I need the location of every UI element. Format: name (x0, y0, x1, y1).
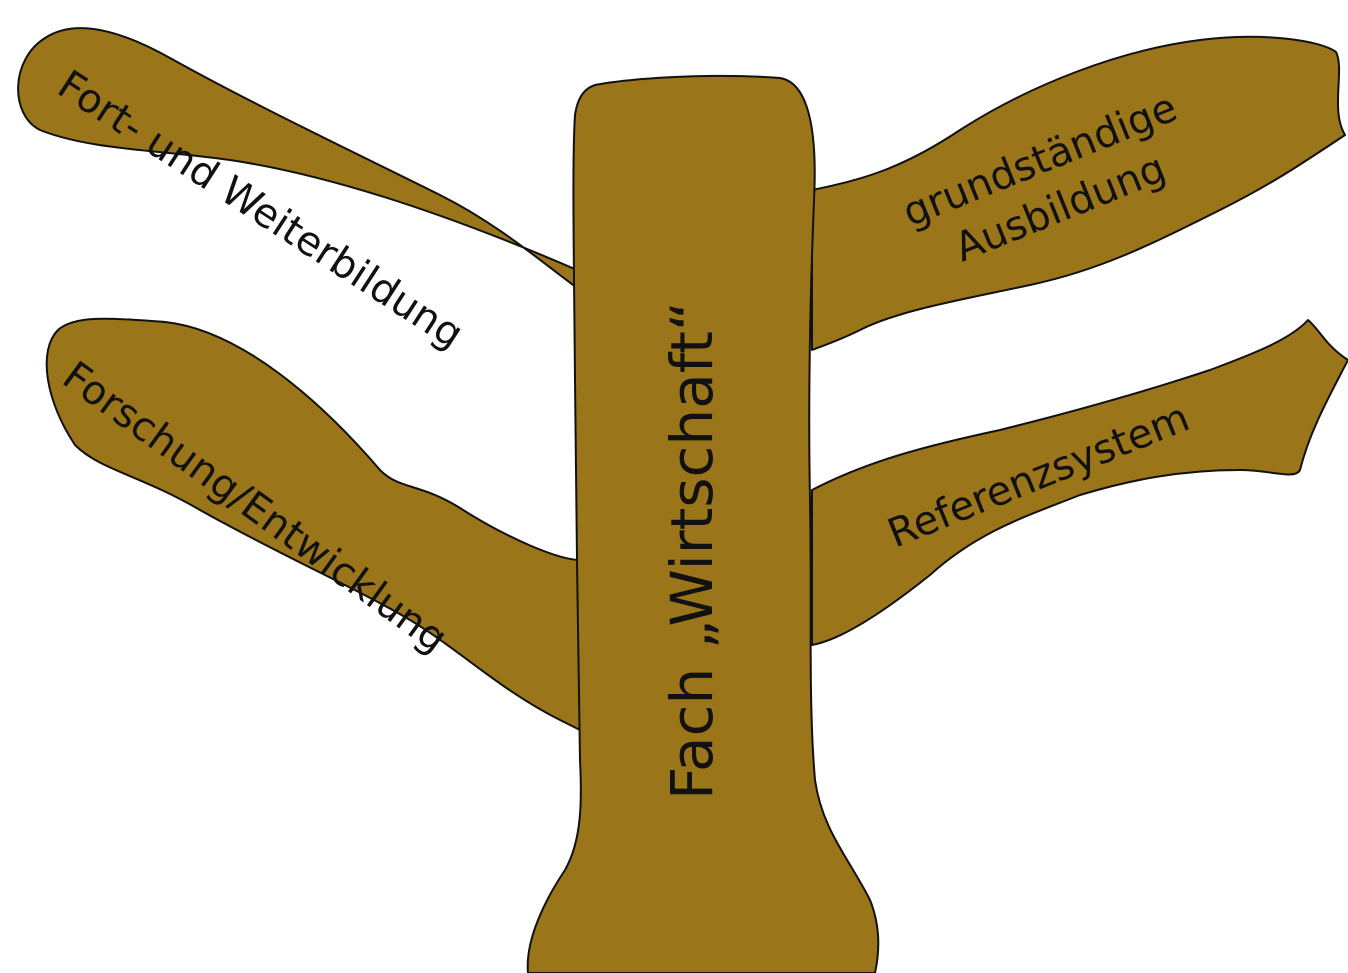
branch-fort-weiterbildung (17, 27, 581, 291)
label-fach-wirtschaft: Fach „Wirtschaft“ (658, 301, 726, 800)
trunk (526, 74, 880, 973)
branch-grundstaendige-ausbildung (811, 35, 1346, 351)
branch-referenzsystem (811, 319, 1348, 646)
branch-forschung-entwicklung (45, 317, 581, 731)
